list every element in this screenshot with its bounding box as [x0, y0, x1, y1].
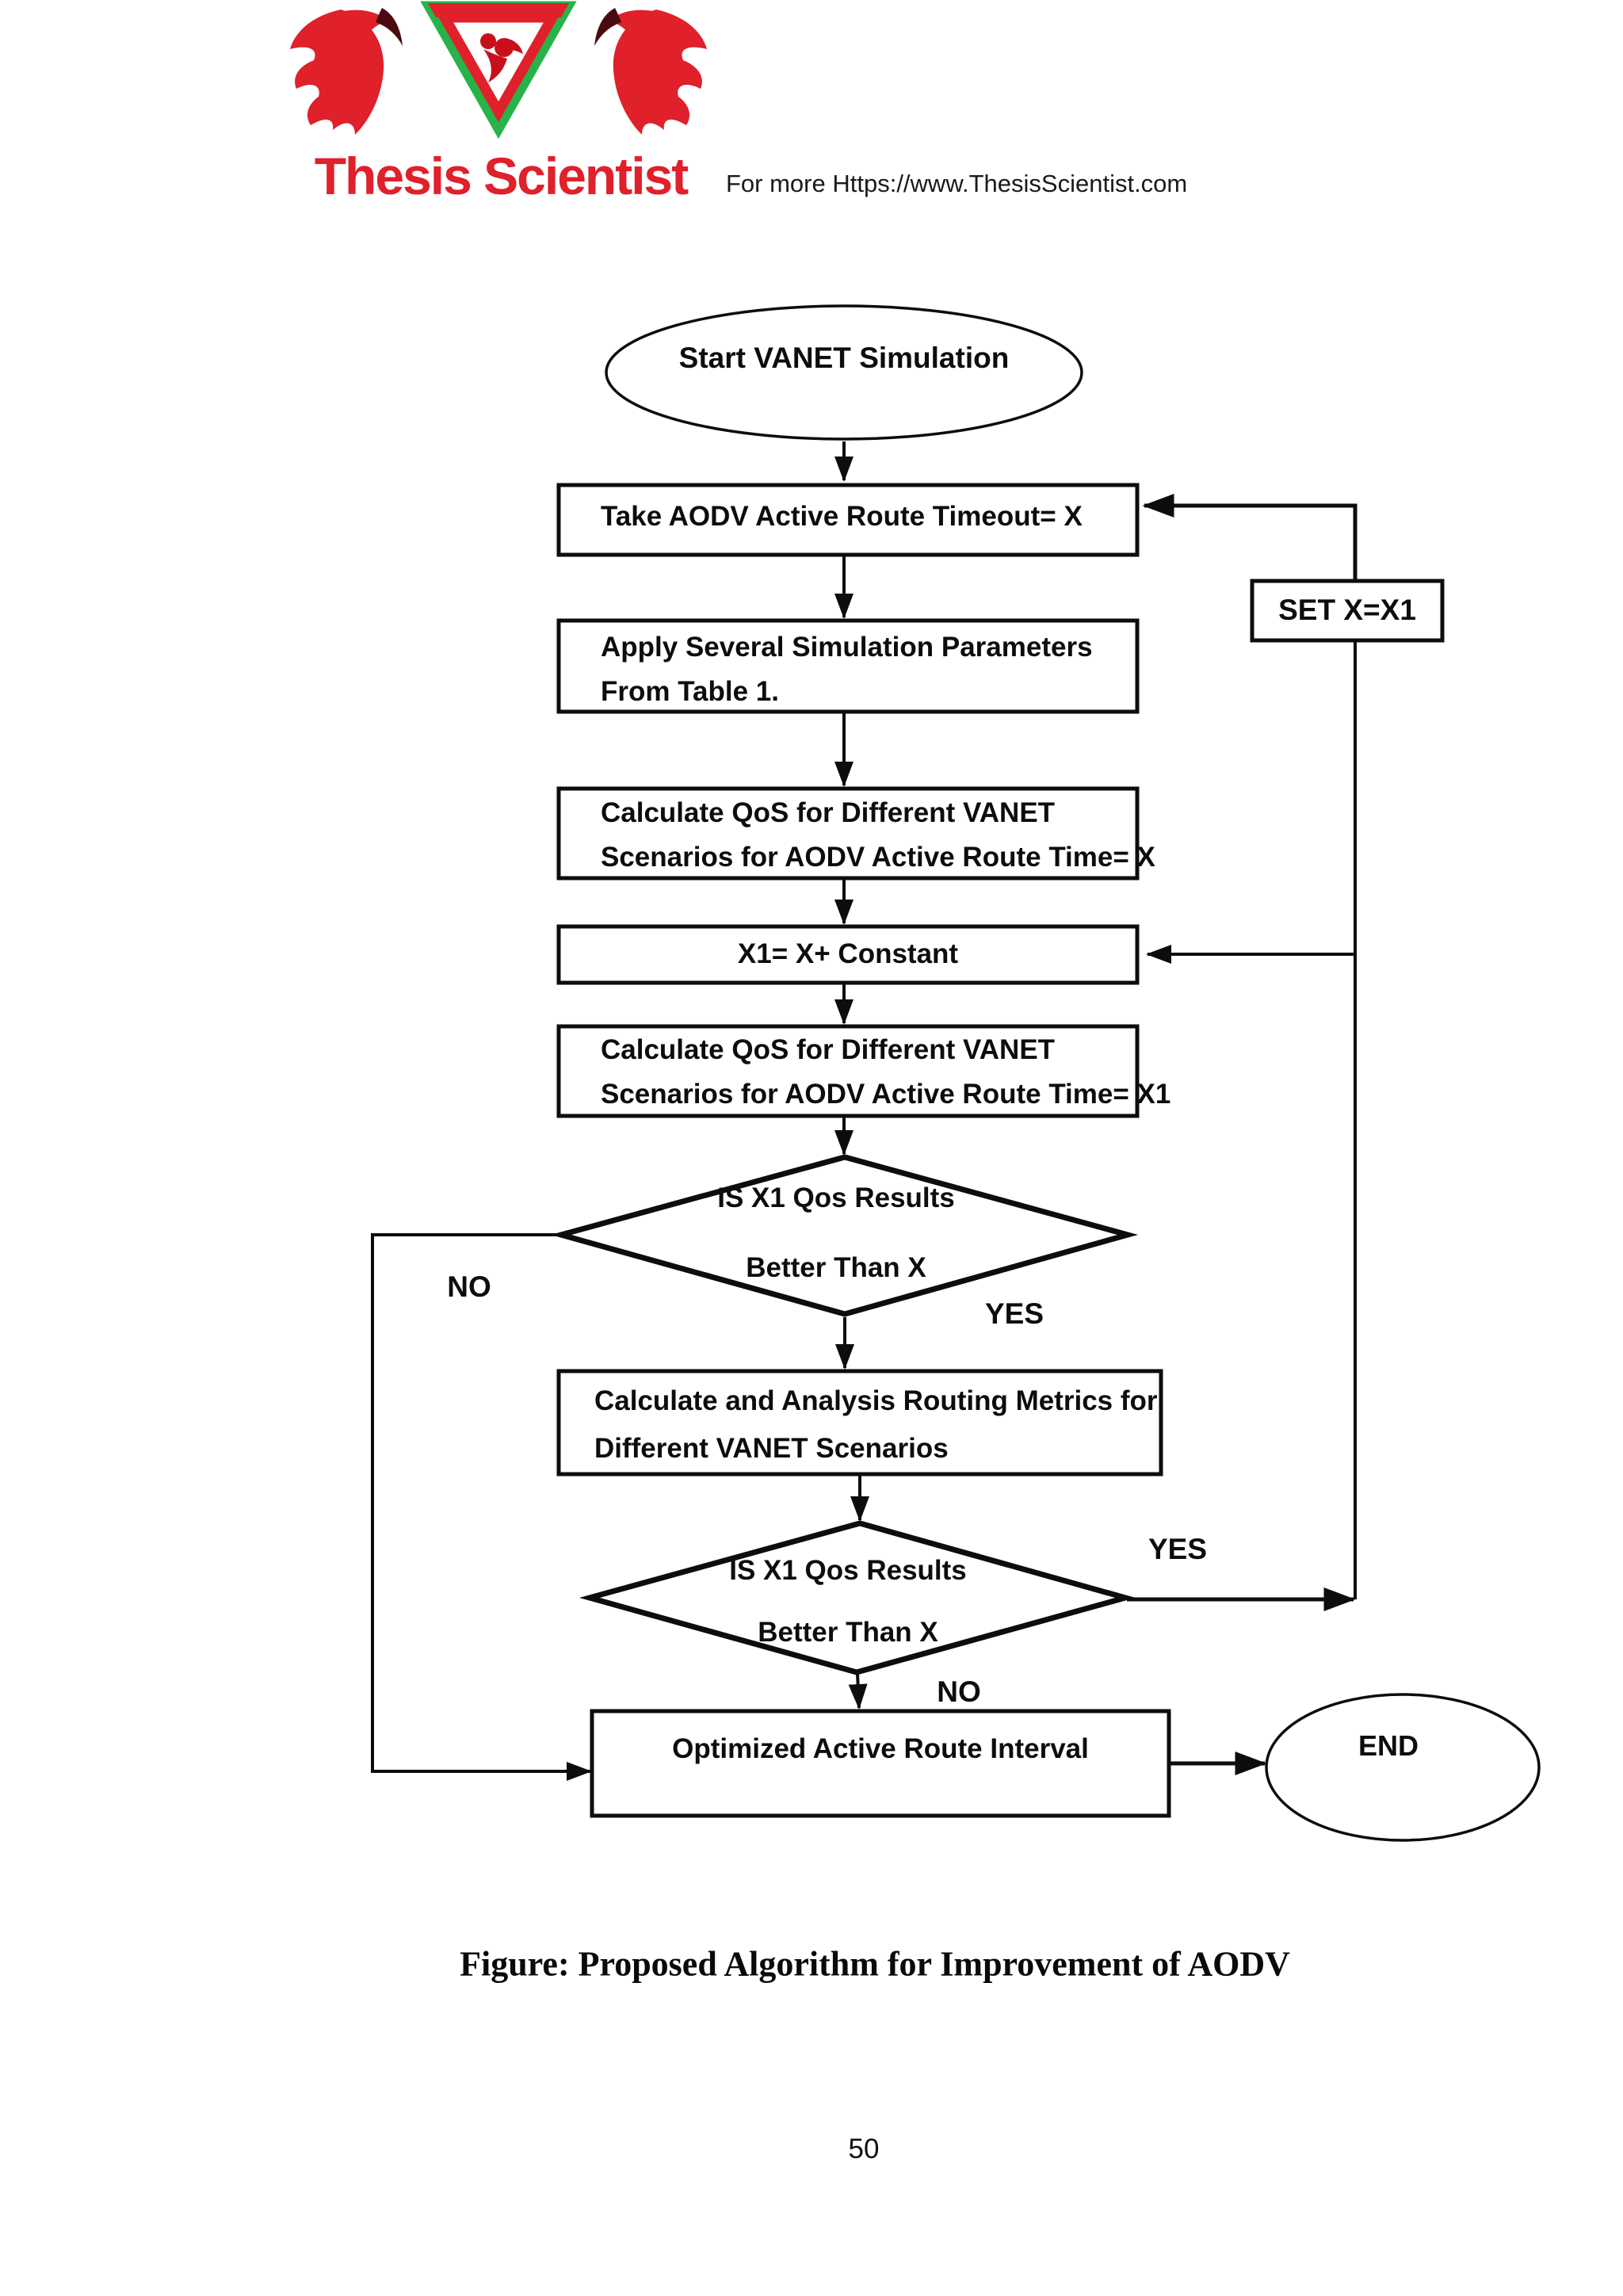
calc-metrics-label: Calculate and Analysis Routing Metrics f…: [594, 1377, 1158, 1473]
logo-left-wing-icon: [290, 8, 403, 135]
apply-params-line2: From Table 1.: [601, 676, 779, 707]
start-label: Start VANET Simulation: [678, 342, 1010, 374]
calc-qos-x1-line1: Calculate QoS for Different VANET: [601, 1034, 1056, 1065]
logo-triangle-icon: [420, 1, 577, 139]
apply-params-label: Apply Several Simulation Parameters From…: [601, 625, 1093, 714]
take-aodv-box: [556, 483, 1140, 557]
decision2-line2: Better Than X: [758, 1617, 938, 1648]
take-aodv-label: Take AODV Active Route Timeout= X: [601, 501, 1083, 532]
start-ellipse: [605, 304, 1083, 441]
calc-metrics-line2: Different VANET Scenarios: [594, 1433, 949, 1464]
calc-qos-x1-box: [556, 1024, 1140, 1118]
decision2-yes-label: YES: [1148, 1533, 1208, 1565]
end-ellipse: [1265, 1693, 1541, 1842]
logo-ornament-icon: [480, 33, 523, 82]
x1-constant-box: [556, 924, 1140, 985]
calc-metrics-line1: Calculate and Analysis Routing Metrics f…: [594, 1385, 1158, 1416]
calc-metrics-box: [556, 1369, 1163, 1477]
apply-params-box: [556, 618, 1140, 714]
calc-qos-x-line2: Scenarios for AODV Active Route Time= X: [601, 842, 1155, 873]
decision2-no-label: NO: [937, 1675, 981, 1708]
figure-caption: Figure: Proposed Algorithm for Improveme…: [460, 1944, 1290, 1984]
calc-qos-x-box: [556, 786, 1140, 881]
decision2-label: IS X1 Qos Results Better Than X: [729, 1540, 967, 1664]
calc-qos-x1-label: Calculate QoS for Different VANET Scenar…: [601, 1028, 1170, 1117]
decision2-diamond: [579, 1520, 1136, 1675]
logo-right-wing-icon: [594, 8, 707, 135]
optimized-box: [590, 1709, 1171, 1818]
decision1-diamond: [550, 1154, 1139, 1317]
edge-decision1-no-loop: [371, 1233, 592, 1781]
calc-qos-x-label: Calculate QoS for Different VANET Scenar…: [601, 791, 1155, 880]
decision1-no-label: NO: [447, 1270, 491, 1303]
page-number: 50: [848, 2134, 880, 2164]
decision1-line2: Better Than X: [746, 1252, 926, 1283]
apply-params-line1: Apply Several Simulation Parameters: [601, 632, 1093, 663]
calc-qos-x-line1: Calculate QoS for Different VANET: [601, 797, 1056, 828]
header-tagline: For more Https://www.ThesisScientist.com: [726, 170, 1188, 197]
edge-setx-to-take: [1142, 494, 1358, 581]
calc-qos-x1-line2: Scenarios for AODV Active Route Time= X1: [601, 1079, 1171, 1110]
decision1-line1: IS X1 Qos Results: [717, 1182, 955, 1213]
optimized-label: Optimized Active Route Interval: [672, 1733, 1089, 1764]
decision1-label: IS X1 Qos Results Better Than X: [717, 1163, 955, 1303]
set-x-label: SET X=X1: [1278, 594, 1416, 626]
decision2-line1: IS X1 Qos Results: [729, 1555, 967, 1586]
thesis-scientist-logo: [288, 0, 708, 139]
edge-decision2-no-down: [848, 1673, 868, 1710]
set-x-box: [1250, 579, 1445, 643]
x1-constant-label: X1= X+ Constant: [737, 938, 959, 969]
decision1-yes-label: YES: [984, 1297, 1044, 1330]
end-label: END: [1358, 1729, 1419, 1762]
logo-wordmark: Thesis Scientist: [314, 147, 689, 205]
